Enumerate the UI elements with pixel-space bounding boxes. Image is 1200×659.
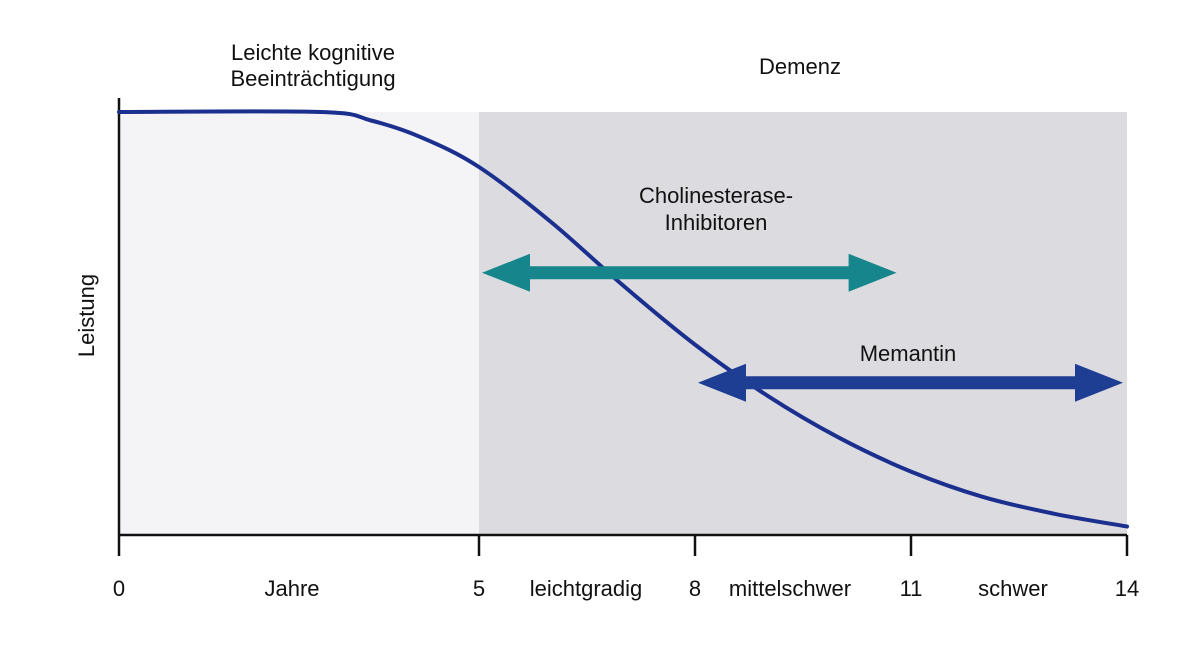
x-tick-label-1: 5 — [473, 576, 485, 601]
stage-label-0: leichtgradig — [530, 576, 643, 601]
phase-band-0 — [119, 112, 479, 535]
x-tick-label-4: 14 — [1115, 576, 1139, 601]
treatment-arrow-1 — [698, 363, 1123, 402]
phase-label-0-line-1: Beeinträchtigung — [230, 66, 395, 91]
x-axis-label: Jahre — [264, 576, 319, 601]
performance-curve-0 — [117, 109, 1129, 529]
x-tick-label-0: 0 — [113, 576, 125, 601]
treatment-label-0-line-0: Cholinesterase- — [639, 183, 793, 208]
treatment-label-1-line-0: Memantin — [860, 341, 957, 366]
phase-band-1 — [479, 112, 1127, 535]
treatment-label-0-line-1: Inhibitoren — [665, 210, 768, 235]
phase-label-1-line-0: Demenz — [759, 54, 841, 79]
stage-label-1: mittelschwer — [729, 576, 851, 601]
stage-label-2: schwer — [978, 576, 1048, 601]
x-tick-label-3: 11 — [900, 576, 923, 601]
y-axis-label: Leistung — [74, 274, 99, 357]
x-tick-label-2: 8 — [689, 576, 701, 601]
treatment-arrow-0 — [482, 253, 897, 292]
phase-label-0-line-0: Leichte kognitive — [231, 40, 395, 65]
